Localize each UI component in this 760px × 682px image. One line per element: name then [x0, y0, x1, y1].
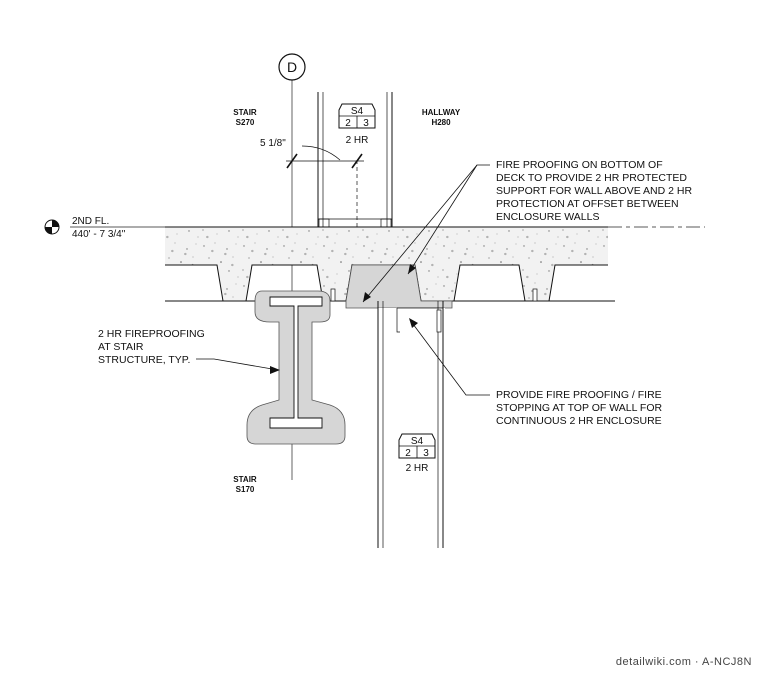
- deck-fireproofing: [345, 264, 453, 309]
- level-name: 2ND FL.: [72, 216, 109, 227]
- room-label-stair-lower: STAIR S170: [233, 475, 257, 494]
- wall-tag-type: S4: [351, 106, 364, 117]
- stair-steel-beam: [246, 290, 346, 445]
- wall-tag-lower: S4 2 3 2 HR: [398, 433, 436, 474]
- note-line: AT STAIR: [98, 341, 144, 353]
- dimension-offset: 5 1/8": [260, 138, 364, 169]
- wall-tag-type: S4: [411, 436, 424, 447]
- wall-tag-right: 3: [423, 448, 429, 459]
- note-line: PROTECTION AT OFFSET BETWEEN: [496, 198, 679, 210]
- room-number: H280: [431, 118, 451, 127]
- wall-tag-right: 3: [363, 118, 369, 129]
- room-number: S270: [236, 118, 255, 127]
- room-number: S170: [236, 485, 255, 494]
- note-deck-fireproofing: FIRE PROOFING ON BOTTOM OF DECK TO PROVI…: [362, 159, 692, 303]
- lower-wall: [377, 301, 445, 548]
- wall-tag-left: 2: [405, 448, 411, 459]
- note-line: DECK TO PROVIDE 2 HR PROTECTED: [496, 172, 687, 184]
- level-marker: 2ND FL. 440' - 7 3/4": [44, 216, 126, 240]
- room-name: STAIR: [233, 475, 257, 484]
- grid-bubble-label: D: [287, 59, 297, 75]
- dimension-text: 5 1/8": [260, 138, 286, 149]
- note-line: STOPPING AT TOP OF WALL FOR: [496, 402, 663, 414]
- note-top-of-wall: PROVIDE FIRE PROOFING / FIRE STOPPING AT…: [409, 318, 663, 427]
- note-line: CONTINUOUS 2 HR ENCLOSURE: [496, 415, 662, 427]
- room-name: STAIR: [233, 108, 257, 117]
- note-line: FIRE PROOFING ON BOTTOM OF: [496, 159, 663, 171]
- note-line: SUPPORT FOR WALL ABOVE AND 2 HR: [496, 185, 692, 197]
- note-stair-structure: 2 HR FIREPROOFING AT STAIR STRUCTURE, TY…: [98, 328, 280, 374]
- note-line: ENCLOSURE WALLS: [496, 211, 599, 223]
- level-elevation: 440' - 7 3/4": [72, 229, 126, 240]
- room-label-stair-upper: STAIR S270: [233, 108, 257, 127]
- watermark-text: detailwiki.com · A-NCJ8N: [616, 656, 752, 668]
- room-name: HALLWAY: [422, 108, 461, 117]
- room-label-hallway: HALLWAY H280: [422, 108, 461, 127]
- wall-tag-rating: 2 HR: [346, 135, 369, 146]
- wall-tag-left: 2: [345, 118, 351, 129]
- note-line: 2 HR FIREPROOFING: [98, 328, 205, 340]
- note-line: STRUCTURE, TYP.: [98, 354, 190, 366]
- wall-tag-upper: S4 2 3 2 HR: [338, 103, 376, 146]
- note-line: PROVIDE FIRE PROOFING / FIRE: [496, 389, 662, 401]
- wall-tag-rating: 2 HR: [406, 463, 429, 474]
